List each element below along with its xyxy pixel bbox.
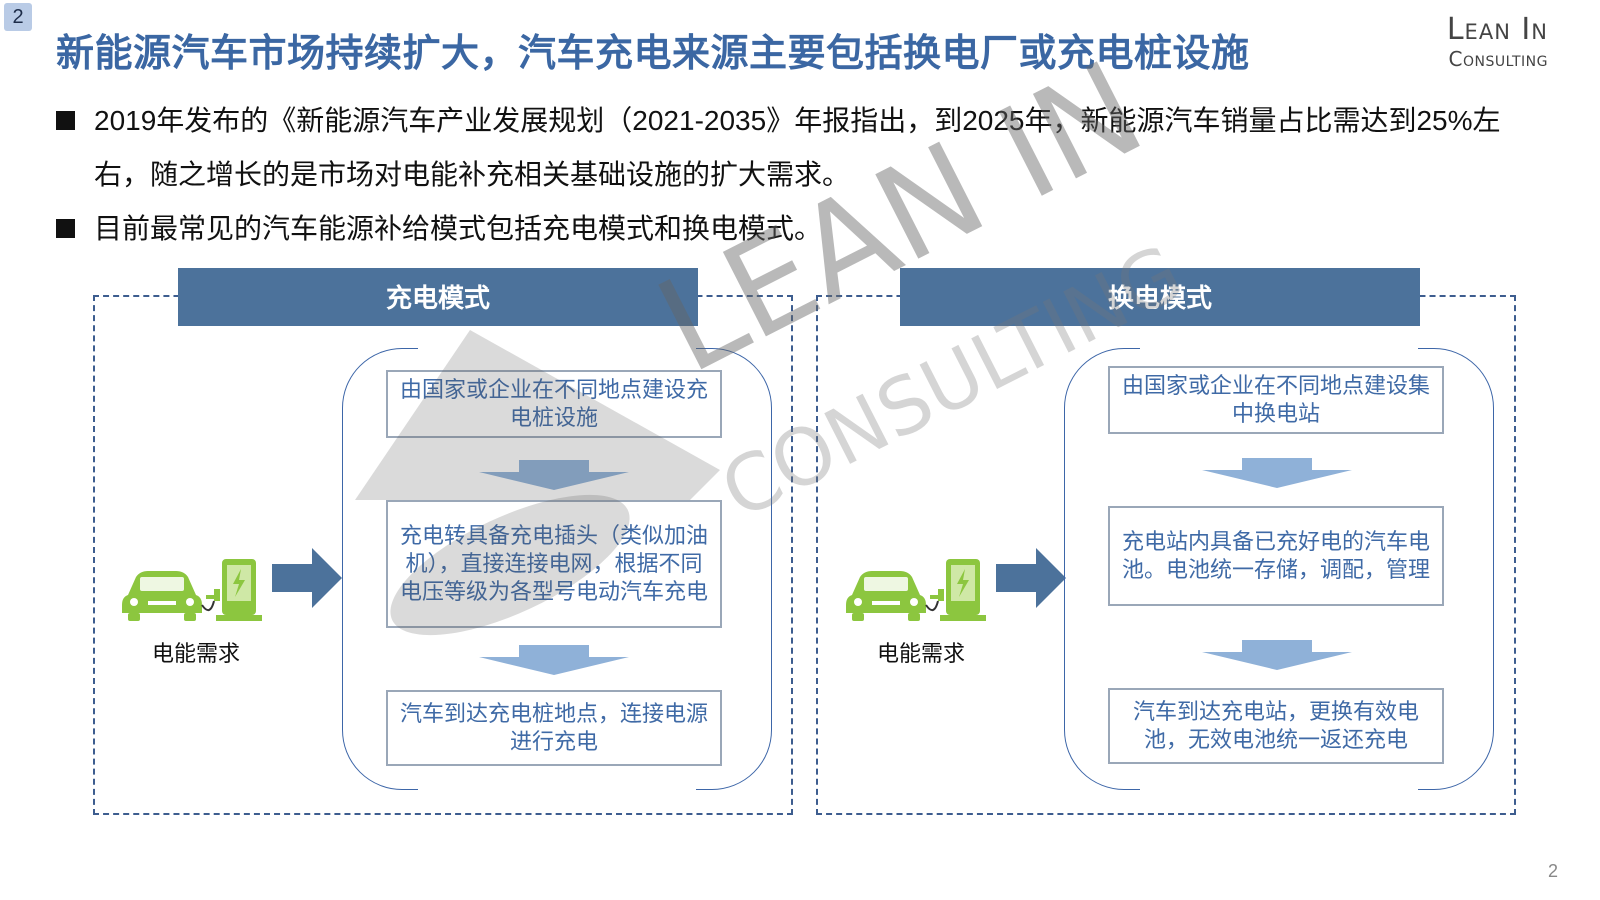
logo-line1: Lean In [1446, 12, 1548, 47]
down-arrow-icon [479, 460, 629, 490]
charging-bracket [342, 345, 772, 793]
down-arrow-icon [1202, 640, 1352, 670]
slide-title: 新能源汽车市场持续扩大，汽车充电来源主要包括换电厂或充电桩设施 [56, 33, 1250, 75]
right-arrow-icon [272, 548, 342, 608]
swapping-bracket [1064, 345, 1494, 793]
bullet-text: 目前最常见的汽车能源补给模式包括充电模式和换电模式。 [94, 213, 823, 244]
charging-panel-header: 充电模式 [178, 268, 698, 326]
charging-step-1: 由国家或企业在不同地点建设充电桩设施 [386, 370, 722, 438]
swapping-panel-header: 换电模式 [900, 268, 1420, 326]
bullet-square-icon [56, 111, 75, 130]
demand-label: 电能需求 [877, 641, 966, 666]
bullet-item: 2019年发布的《新能源汽车产业发展规划（2021-2035》年报指出，到202… [56, 94, 1556, 202]
bullet-square-icon [56, 219, 75, 238]
down-arrow-icon [479, 645, 629, 675]
bullet-text: 2019年发布的《新能源汽车产业发展规划（2021-2035》年报指出，到202… [94, 105, 1501, 190]
company-logo: Lean In Consulting [1447, 12, 1548, 70]
charging-step-2: 充电转具备充电插头（类似加油机），直接连接电网，根据不同电压等级为各型号电动汽车… [386, 500, 722, 628]
swapping-step-2: 充电站内具备已充好电的汽车电池。电池统一存储，调配，管理 [1108, 506, 1444, 606]
demand-label: 电能需求 [152, 641, 241, 666]
swapping-step-1: 由国家或企业在不同地点建设集中换电站 [1108, 366, 1444, 434]
charging-step-3: 汽车到达充电桩地点，连接电源进行充电 [386, 690, 722, 766]
down-arrow-icon [1202, 458, 1352, 488]
page-badge: 2 [4, 3, 32, 31]
page-number: 2 [1547, 861, 1558, 881]
logo-line2: Consulting [1448, 47, 1548, 71]
ev-charging-icon [846, 559, 986, 621]
swapping-step-3: 汽车到达充电站，更换有效电池，无效电池统一返还充电 [1108, 688, 1444, 764]
bullet-item: 目前最常见的汽车能源补给模式包括充电模式和换电模式。 [56, 202, 1556, 256]
right-arrow-icon [996, 548, 1066, 608]
bullet-list: 2019年发布的《新能源汽车产业发展规划（2021-2035》年报指出，到202… [56, 94, 1556, 256]
ev-charging-icon [122, 559, 262, 621]
